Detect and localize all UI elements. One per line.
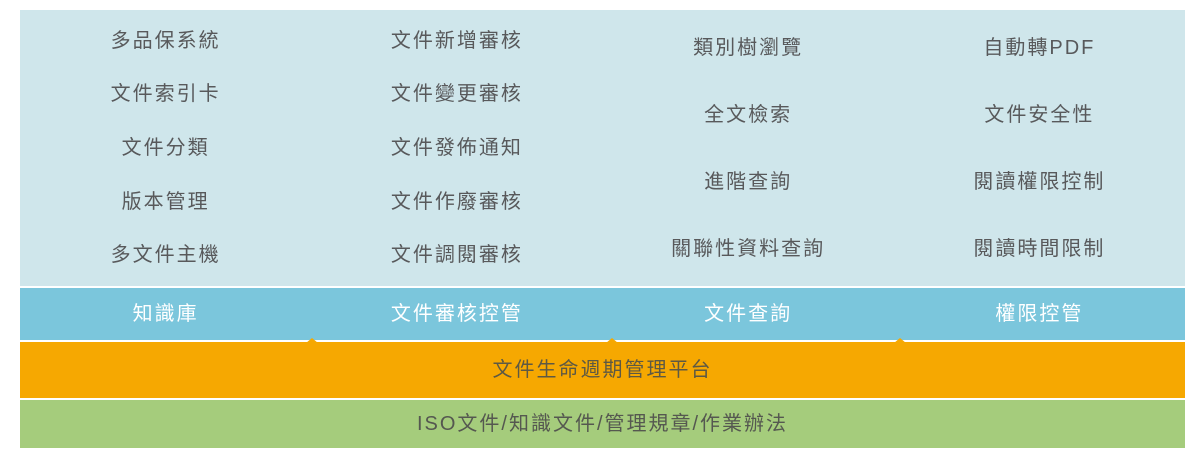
module-band-label: 文件查詢 xyxy=(704,303,793,325)
module-band-label: 權限控管 xyxy=(995,303,1084,325)
feature-item: 文件變更審核 xyxy=(390,83,523,106)
feature-item: 文件分類 xyxy=(121,136,210,159)
feature-column-knowledge-base: 多品保系統 文件索引卡 文件分類 版本管理 多文件主機 xyxy=(20,10,311,286)
platform-band: 文件生命週期管理平台 xyxy=(20,338,1185,398)
feature-item: 文件索引卡 xyxy=(110,83,221,106)
module-band-document-search: 文件查詢 xyxy=(603,288,894,340)
feature-item: 文件新增審核 xyxy=(390,29,523,52)
connector-notch xyxy=(305,338,318,343)
feature-item: 文件調閱審核 xyxy=(390,244,523,267)
feature-item: 閱讀時間限制 xyxy=(973,237,1106,260)
platform-band-label: 文件生命週期管理平台 xyxy=(492,359,713,381)
feature-item: 全文檢索 xyxy=(704,103,793,126)
feature-item: 文件作廢審核 xyxy=(390,190,523,213)
feature-item: 版本管理 xyxy=(121,190,210,213)
feature-item: 自動轉PDF xyxy=(983,36,1096,59)
feature-column-permission-control: 自動轉PDF 文件安全性 閱讀權限控制 閱讀時間限制 xyxy=(894,10,1185,286)
module-band-review-control: 文件審核控管 xyxy=(311,288,602,340)
module-band-permission-control: 權限控管 xyxy=(894,288,1185,340)
connector-notch xyxy=(893,338,906,343)
foundation-band: ISO文件/知識文件/管理規章/作業辦法 xyxy=(20,400,1185,448)
features-panel: 多品保系統 文件索引卡 文件分類 版本管理 多文件主機 文件新增審核 文件變更審… xyxy=(20,10,1185,286)
feature-item: 關聯性資料查詢 xyxy=(671,237,826,260)
connector-notch xyxy=(605,338,618,343)
feature-item: 文件安全性 xyxy=(984,103,1095,126)
feature-item: 文件發佈通知 xyxy=(390,136,523,159)
module-band-label: 知識庫 xyxy=(132,303,199,325)
feature-item: 類別樹瀏覽 xyxy=(693,36,804,59)
feature-column-document-search: 類別樹瀏覽 全文檢索 進階查詢 關聯性資料查詢 xyxy=(603,10,894,286)
feature-item: 進階查詢 xyxy=(704,170,793,193)
diagram-content: 多品保系統 文件索引卡 文件分類 版本管理 多文件主機 文件新增審核 文件變更審… xyxy=(20,10,1185,448)
module-band-row: 知識庫 文件審核控管 文件查詢 權限控管 xyxy=(20,288,1185,340)
feature-item: 多文件主機 xyxy=(110,244,221,267)
foundation-band-label: ISO文件/知識文件/管理規章/作業辦法 xyxy=(416,413,789,435)
module-band-knowledge-base: 知識庫 xyxy=(20,288,311,340)
feature-item: 多品保系統 xyxy=(110,29,221,52)
module-band-label: 文件審核控管 xyxy=(390,303,523,325)
feature-item: 閱讀權限控制 xyxy=(973,170,1106,193)
feature-column-review-control: 文件新增審核 文件變更審核 文件發佈通知 文件作廢審核 文件調閱審核 xyxy=(311,10,602,286)
